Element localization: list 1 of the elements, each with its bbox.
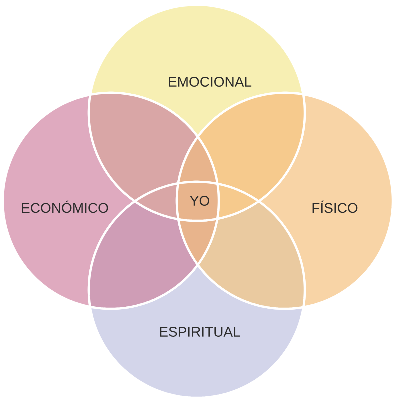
region-label: YO — [190, 196, 210, 206]
